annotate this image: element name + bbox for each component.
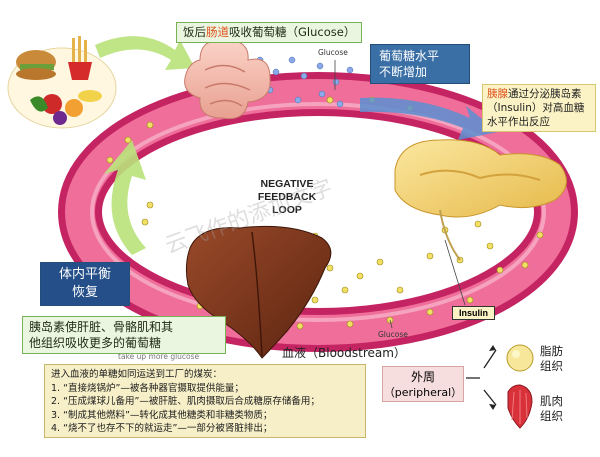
partial-caption: take up more glucose: [118, 352, 200, 361]
bloodstream-label: 血液（Bloodstream）: [282, 346, 406, 360]
glucose-tag-bottom: Glucose: [378, 330, 408, 339]
muscle-tissue-label: 肌肉 组织: [540, 394, 563, 424]
insulin-effect-label: 胰岛素使肝脏、骨骼肌和其 他组织吸收更多的葡萄糖: [22, 316, 226, 354]
liver-image: [185, 225, 332, 359]
top-label-after: 吸收葡萄糖（Glucose）: [229, 25, 356, 39]
center-title: NEGATIVE FEEDBACK LOOP: [232, 178, 342, 217]
food-arrow: [95, 36, 195, 70]
center-title-line-2: LOOP: [272, 204, 302, 216]
rising-arrow: [360, 97, 498, 140]
fate-item-1: 1. “直接烧锅炉”—被各种器官摄取提供能量；: [51, 382, 244, 394]
fat-tissue-label: 脂肪 组织: [540, 344, 563, 374]
top-label-before: 饭后: [183, 25, 206, 39]
insulin-effect-line-1: 胰岛素使肝脏、骨骼肌和其: [29, 320, 174, 334]
pancreas-image: [394, 139, 567, 261]
food-image: [7, 36, 117, 129]
peripheral-bracket: [466, 349, 497, 406]
balance-line-2: 恢复: [71, 285, 98, 300]
intestine-absorption-label: 饭后肠道吸收葡萄糖（Glucose）: [176, 22, 363, 43]
muscle-line-1: 肌肉: [540, 394, 563, 408]
pancreas-response-label: 胰腺通过分泌胰岛素（Insulin）对高血糖水平作出反应: [482, 84, 596, 132]
rising-line-1: 葡萄糖水平: [379, 49, 440, 63]
pancreas-highlight: 胰腺: [487, 88, 508, 100]
glucose-rising-label: 葡萄糖水平 不断增加: [370, 44, 470, 84]
fat-line-2: 组织: [540, 359, 563, 373]
muscle-line-2: 组织: [540, 409, 563, 423]
fate-item-4: 4. “烧不了也存不下的就运走”—一部分被肾脏排出；: [51, 423, 273, 434]
fat-tissue-icon: [506, 344, 534, 372]
balance-line-1: 体内平衡: [58, 267, 111, 282]
peripheral-label: 外周 （peripheral）: [382, 366, 464, 402]
muscle-tissue-icon: [507, 384, 533, 429]
fate-item-2: 2. “压成煤球儿备用”—被肝脏、肌肉摄取后合成糖原存储备用；: [51, 396, 320, 407]
insulin-effect-line-2: 他组织吸收更多的葡萄糖: [29, 336, 162, 350]
return-arrow: [104, 140, 146, 255]
fate-item-3: 3. “制成其他燃料”—转化成其他糖类和非糖类物质；: [51, 409, 273, 421]
fat-line-1: 脂肪: [540, 344, 563, 358]
glucose-tag-top: Glucose: [318, 48, 348, 57]
pancreas-rest: 通过分泌胰岛素（Insulin）对高血糖水平作出反应: [487, 88, 585, 128]
center-title-line-1: NEGATIVE FEEDBACK: [257, 178, 317, 203]
balance-restored-label: 体内平衡 恢复: [40, 262, 130, 306]
fate-title: 进入血液的单糖如同运送到工厂的煤炭：: [51, 369, 223, 380]
rising-line-2: 不断增加: [379, 65, 428, 79]
peripheral-line-2: （peripheral）: [383, 386, 463, 399]
peripheral-line-1: 外周: [410, 370, 435, 384]
insulin-tag: Insulin: [452, 306, 495, 320]
top-label-highlight: 肠道: [206, 25, 229, 39]
glucose-fate-box: 进入血液的单糖如同运送到工厂的煤炭： 1. “直接烧锅炉”—被各种器官摄取提供能…: [44, 364, 366, 438]
